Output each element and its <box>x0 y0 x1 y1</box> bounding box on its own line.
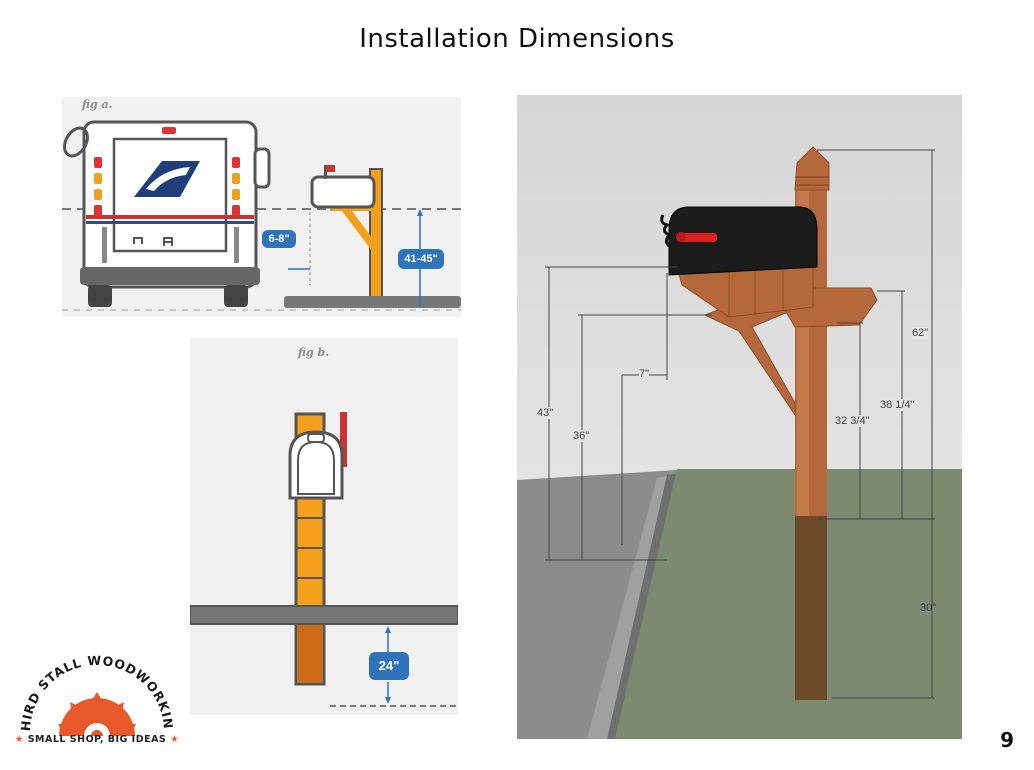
page-title: Installation Dimensions <box>359 24 675 54</box>
mailbox-post-3d-render <box>517 95 962 739</box>
dim-7: 7" <box>639 368 650 380</box>
height-badge: 41-45" <box>398 249 444 269</box>
dim-36: 36" <box>573 430 590 442</box>
dim-38-1-4: 38 1/4" <box>880 399 915 411</box>
third-stall-woodworking-logo: THIRD STALL WOODWORKING ★ SMALL SHOP, BI… <box>12 652 182 756</box>
dim-43: 43" <box>537 407 554 419</box>
fig-a-caption: fig a. <box>82 98 113 111</box>
usps-truck-icon <box>63 120 271 307</box>
logo-tagline: SMALL SHOP, BIG IDEAS <box>27 734 167 745</box>
dim-62: 62" <box>912 327 929 339</box>
depth-badge: 24" <box>369 652 409 680</box>
star-icon-right: ★ <box>170 734 180 745</box>
dim-30: 30" <box>920 602 937 614</box>
mailbox-post-render: 62" 43" 36" 7" 38 1/4" 32 3/4" 30" <box>517 95 962 739</box>
page-number: 9 <box>1000 728 1014 752</box>
fig-b-illustration: fig b. 24" <box>190 338 458 715</box>
dim-32-3-4: 32 3/4" <box>835 415 870 427</box>
offset-badge: 6-8" <box>262 230 296 248</box>
fig-a-illustration: fig a. <box>62 97 461 317</box>
sawblade-logo-icon: THIRD STALL WOODWORKING <box>12 652 175 736</box>
usps-truck-diagram <box>62 120 461 311</box>
roadside-mailbox-icon <box>284 165 461 308</box>
fig-b-caption: fig b. <box>298 346 330 359</box>
post-depth-diagram <box>190 412 458 707</box>
star-icon-left: ★ <box>14 734 24 745</box>
